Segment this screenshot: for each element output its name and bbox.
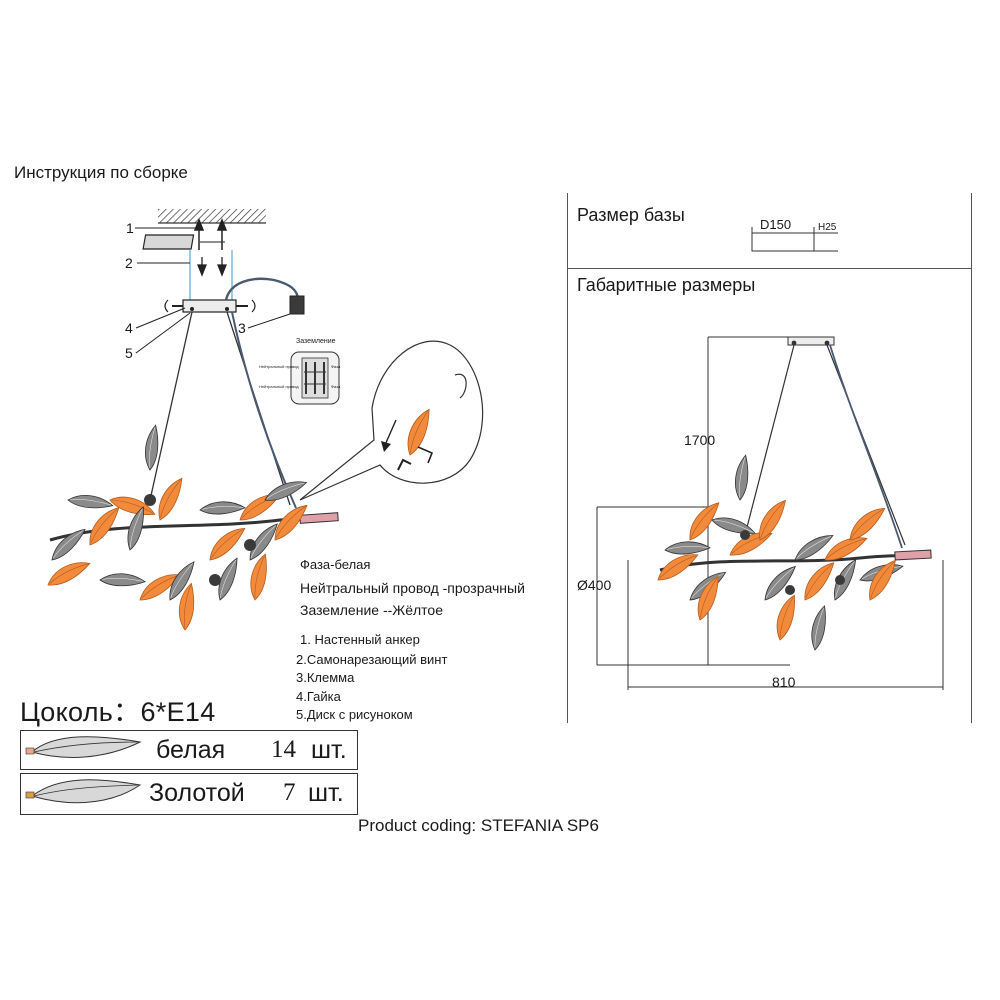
anchor-arrows — [193, 217, 228, 250]
canopy-plate — [164, 299, 256, 313]
base-height: H25 — [818, 222, 837, 233]
dimension-lines — [596, 336, 944, 690]
overall-width: 810 — [772, 674, 796, 690]
grounding-right-label-1: Фаза — [331, 364, 341, 369]
detail-bubble — [299, 340, 484, 501]
grounding-box-title: Заземление — [296, 338, 336, 345]
leaf-qty-white-count: 14 — [271, 736, 296, 763]
part-5: 5.Диск с рисуноком — [296, 707, 413, 722]
grounding-right-label-2: Фаза — [331, 384, 341, 389]
callout-2: 2 — [125, 255, 133, 271]
panel-divider — [567, 268, 972, 269]
canopy-right — [787, 336, 835, 346]
part-2: 2.Самонарезающий винт — [296, 652, 448, 667]
leaf-white-icon — [25, 736, 142, 758]
callout-leaders — [135, 227, 291, 354]
overall-diameter: Ø400 — [577, 577, 612, 593]
overall-height: 1700 — [684, 432, 716, 448]
part-1: 1. Настенный анкер — [300, 632, 420, 647]
callout-5: 5 — [125, 345, 133, 361]
grounding-left-label-2: Нейтральный провод — [259, 384, 299, 389]
chandelier-right — [652, 453, 932, 652]
grounding-left-label-1: Нейтральный провод — [259, 364, 299, 369]
wire-neutral-label: Нейтральный провод -прозрачный — [300, 580, 525, 596]
leaf-gold-icon — [25, 779, 142, 804]
leaf-qty-gold-count: 7 — [283, 779, 296, 806]
leaf-qty-gold-name: Золотой — [149, 779, 245, 807]
chandelier-left — [43, 423, 339, 632]
wire-phase-label: Фаза-белая — [300, 557, 371, 572]
socket-spec: Цоколь：6*E14 — [20, 697, 216, 727]
callout-3: 3 — [238, 320, 246, 336]
overall-title: Габаритные размеры — [577, 275, 756, 295]
grounding-box — [290, 351, 340, 405]
base-size-symbol — [751, 227, 838, 252]
ceiling-hatch — [158, 209, 266, 224]
dimensions-panel — [567, 193, 972, 723]
base-diameter: D150 — [760, 217, 792, 232]
leaf-qty-white: белая 14 шт. — [20, 730, 358, 770]
mounting-bracket — [142, 234, 225, 250]
page-title: Инструкция по сборке — [14, 163, 188, 182]
screw-arrows — [197, 257, 227, 277]
base-size-title: Размер базы — [577, 205, 685, 225]
power-cable — [224, 277, 305, 315]
callout-1: 1 — [126, 220, 134, 236]
leaf-qty-gold: Золотой 7 шт. — [20, 773, 358, 815]
leaf-qty-white-unit: шт. — [311, 736, 347, 764]
suspension-cables — [149, 311, 297, 509]
guide-lines — [189, 250, 233, 305]
leaf-qty-white-name: белая — [156, 736, 226, 764]
callout-4: 4 — [125, 320, 133, 336]
product-coding: Product coding: STEFANIA SP6 — [358, 816, 599, 835]
part-4: 4.Гайка — [296, 689, 341, 704]
wire-ground-label: Заземление --Жёлтое — [300, 602, 443, 618]
suspension-cables-right — [744, 344, 906, 549]
part-3: 3.Клемма — [296, 670, 355, 685]
leaf-qty-gold-unit: шт. — [308, 779, 344, 807]
